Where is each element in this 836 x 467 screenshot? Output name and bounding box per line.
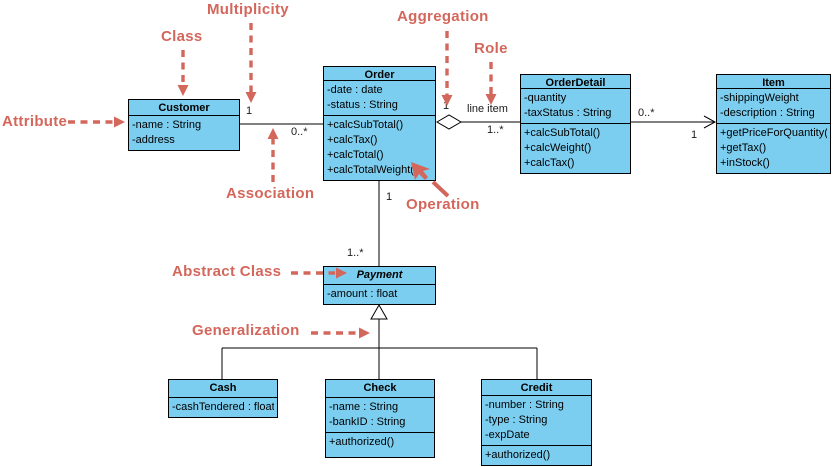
attributes-compartment: -shippingWeight -description : String bbox=[717, 89, 830, 123]
class-operation: +calcTax() bbox=[327, 134, 378, 146]
attributes-compartment: -number : String -type : String -expDate bbox=[482, 396, 591, 445]
class-title: Order bbox=[324, 67, 435, 81]
multiplicity-label: 1 bbox=[246, 105, 253, 117]
class-attribute: -date : date bbox=[327, 84, 383, 96]
class-operation: +getPriceForQuantity() bbox=[720, 127, 827, 139]
operations-compartment: +authorized() bbox=[482, 445, 591, 465]
class-box-orderdetail[interactable]: OrderDetail -quantity -taxStatus : Strin… bbox=[520, 74, 631, 174]
aggregation-diamond bbox=[436, 114, 462, 130]
class-attribute: -bankID : String bbox=[329, 416, 406, 428]
annotation-class: Class bbox=[161, 28, 203, 45]
arrowhead-down-icon bbox=[245, 92, 257, 103]
attributes-compartment: -cashTendered : float bbox=[169, 398, 277, 417]
attributes-compartment: -amount : float bbox=[324, 285, 435, 304]
operations-compartment: +authorized() bbox=[326, 432, 434, 457]
annotation-role: Role bbox=[474, 40, 508, 57]
multiplicity-label: 0..* bbox=[638, 107, 655, 119]
class-title: Payment bbox=[324, 267, 435, 285]
multiplicity-label: 1 bbox=[691, 129, 698, 141]
multiplicity-label: 1..* bbox=[347, 247, 364, 259]
attributes-compartment: -name : String -bankID : String bbox=[326, 398, 434, 432]
class-box-cash[interactable]: Cash -cashTendered : float bbox=[168, 379, 278, 418]
annotation-operation: Operation bbox=[406, 196, 480, 213]
class-operation: +calcTotal() bbox=[327, 149, 384, 161]
attributes-compartment: -name : String -address bbox=[129, 116, 239, 150]
class-attribute: -name : String bbox=[132, 119, 202, 131]
class-attribute: -type : String bbox=[485, 414, 548, 426]
class-operation: +getTax() bbox=[720, 142, 767, 154]
multiplicity-label: 0..* bbox=[291, 126, 308, 138]
class-operation: +authorized() bbox=[485, 449, 551, 461]
class-attribute: -description : String bbox=[720, 107, 815, 119]
arrowhead-up-icon bbox=[267, 128, 279, 139]
multiplicity-label: 1..* bbox=[487, 124, 504, 136]
class-title: Credit bbox=[482, 380, 591, 396]
role-label: line item bbox=[467, 103, 508, 115]
class-attribute: -cashTendered : float bbox=[172, 401, 274, 413]
class-operation: +inStock() bbox=[720, 157, 770, 169]
class-attribute: -amount : float bbox=[327, 288, 398, 300]
operations-compartment: +calcSubTotal() +calcWeight() +calcTax() bbox=[521, 123, 630, 173]
class-operation: +calcTotalWeight() bbox=[327, 164, 418, 176]
operation-callout-leader bbox=[431, 180, 450, 198]
class-title: Cash bbox=[169, 380, 277, 398]
class-box-order[interactable]: Order -date : date -status : String +cal… bbox=[323, 66, 436, 181]
annotation-abstract-class: Abstract Class bbox=[172, 263, 282, 280]
class-attribute: -status : String bbox=[327, 99, 398, 111]
class-operation: +calcTax() bbox=[524, 157, 575, 169]
class-attribute: -name : String bbox=[329, 401, 399, 413]
class-operation: +calcWeight() bbox=[524, 142, 592, 154]
annotation-association: Association bbox=[226, 185, 315, 202]
class-operation: +calcSubTotal() bbox=[524, 127, 601, 139]
class-box-credit[interactable]: Credit -number : String -type : String -… bbox=[481, 379, 592, 466]
annotation-aggregation: Aggregation bbox=[397, 8, 489, 25]
class-attribute: -quantity bbox=[524, 92, 567, 104]
class-box-payment[interactable]: Payment -amount : float bbox=[323, 266, 436, 305]
arrowhead-right-icon bbox=[359, 327, 370, 339]
annotation-generalization: Generalization bbox=[192, 322, 300, 339]
class-attribute: -shippingWeight bbox=[720, 92, 799, 104]
annotation-attribute: Attribute bbox=[2, 113, 68, 130]
class-box-check[interactable]: Check -name : String -bankID : String +a… bbox=[325, 379, 435, 458]
class-box-customer[interactable]: Customer -name : String -address bbox=[128, 99, 240, 151]
generalization-triangle bbox=[370, 303, 388, 320]
class-attribute: -expDate bbox=[485, 429, 530, 441]
multiplicity-label: 1 bbox=[443, 100, 450, 112]
class-attribute: -number : String bbox=[485, 399, 564, 411]
annotation-multiplicity: Multiplicity bbox=[207, 1, 289, 18]
operations-compartment: +calcSubTotal() +calcTax() +calcTotal() … bbox=[324, 115, 435, 180]
attributes-compartment: -date : date -status : String bbox=[324, 81, 435, 115]
class-title: Check bbox=[326, 380, 434, 398]
class-box-item[interactable]: Item -shippingWeight -description : Stri… bbox=[716, 74, 831, 174]
class-attribute: -address bbox=[132, 134, 175, 146]
class-title: Customer bbox=[129, 100, 239, 116]
class-title: OrderDetail bbox=[521, 75, 630, 89]
class-operation: +calcSubTotal() bbox=[327, 119, 404, 131]
class-operation: +authorized() bbox=[329, 436, 395, 448]
attributes-compartment: -quantity -taxStatus : String bbox=[521, 89, 630, 123]
open-arrowhead-icon bbox=[703, 115, 717, 129]
multiplicity-label: 1 bbox=[386, 191, 393, 203]
class-attribute: -taxStatus : String bbox=[524, 107, 612, 119]
class-title: Item bbox=[717, 75, 830, 89]
arrowhead-right-icon bbox=[114, 116, 125, 128]
arrowhead-down-icon bbox=[177, 85, 189, 96]
operations-compartment: +getPriceForQuantity() +getTax() +inStoc… bbox=[717, 123, 830, 173]
